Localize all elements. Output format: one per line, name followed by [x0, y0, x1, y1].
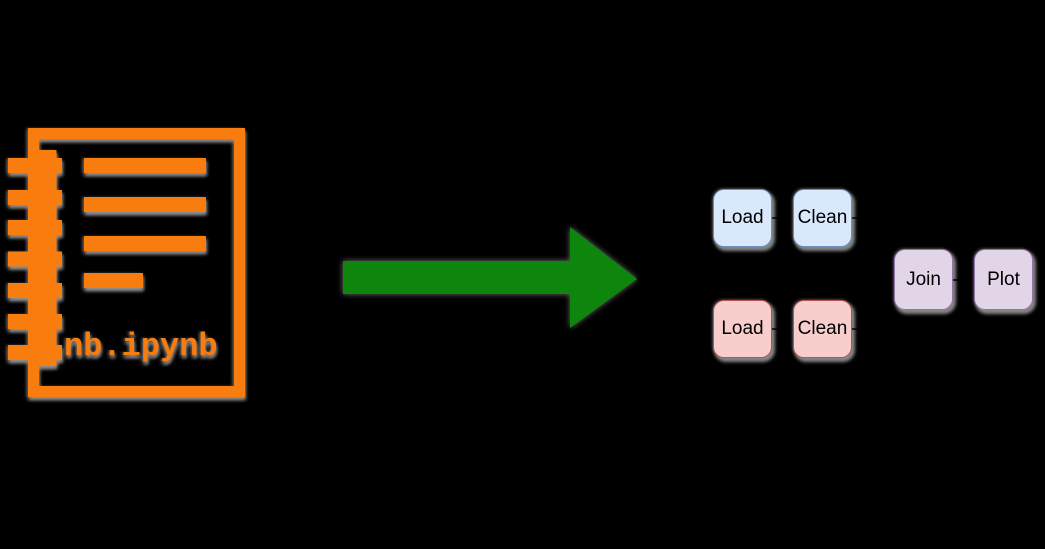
transform-arrow-icon — [343, 227, 637, 328]
node-join: Join — [894, 249, 953, 310]
node-load-top: Load — [713, 189, 772, 247]
node-label: Plot — [987, 268, 1020, 290]
node-clean-bottom: Clean — [793, 300, 852, 358]
node-label: Load — [721, 207, 764, 228]
node-load-bottom: Load — [713, 300, 772, 358]
node-label: Clean — [797, 207, 848, 228]
notebook-icon: nb.ipynb — [8, 128, 245, 397]
node-label: Load — [721, 318, 764, 339]
notebook-filename: nb.ipynb — [64, 328, 218, 365]
notebook-binding-rings — [8, 158, 62, 360]
node-label: Join — [906, 268, 941, 290]
edge-clean-bottom-to-join — [852, 275, 891, 330]
node-label: Clean — [797, 318, 848, 339]
right-arrow-icon — [343, 227, 637, 328]
node-clean-top: Clean — [793, 189, 852, 247]
notebook-text-lines — [84, 158, 206, 288]
node-plot: Plot — [974, 249, 1033, 310]
edge-clean-top-to-join — [852, 217, 891, 285]
